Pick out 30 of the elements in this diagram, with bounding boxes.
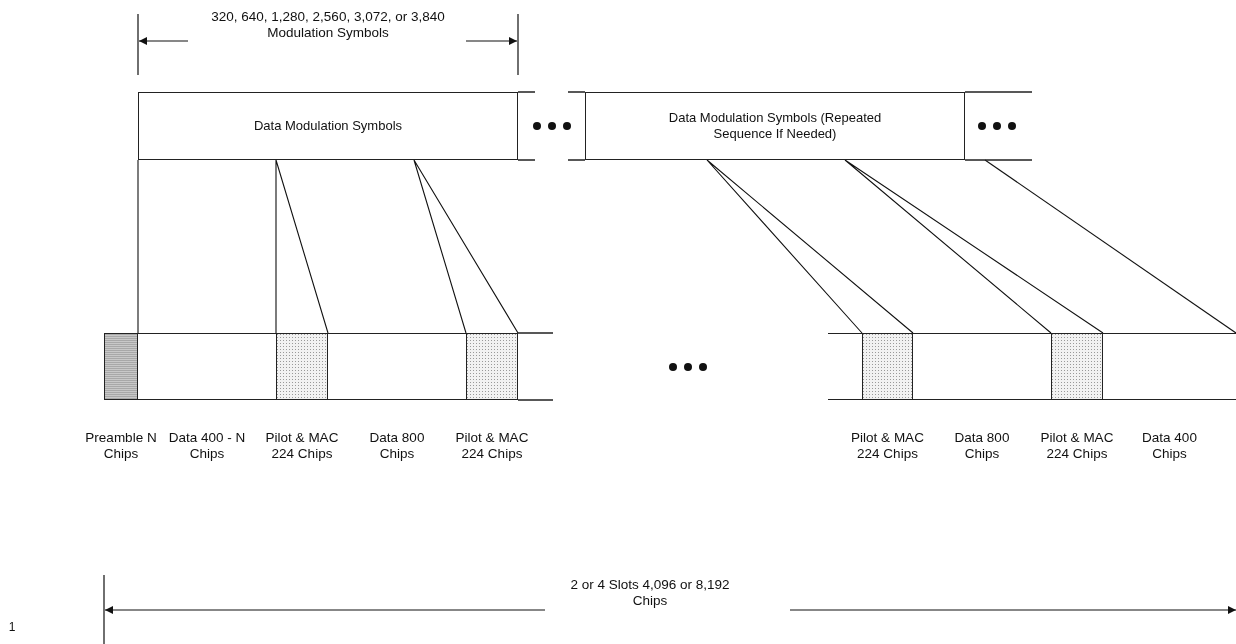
segment-caption: Data 400 - N Chips [167,430,247,461]
data-segment [1103,333,1236,400]
segment-caption: Data 400 Chips [1141,430,1198,461]
projection-line [844,159,1104,334]
data-segment [828,333,862,400]
data-segment [913,333,1051,400]
projection-line [275,159,329,334]
projection-line [984,159,1236,334]
symbol-block [138,92,518,160]
pilot-mac-segment [862,333,913,400]
symbol-block [585,92,965,160]
data-segment [138,333,276,400]
pilot-mac-segment [1051,333,1103,400]
block-label: Data Modulation Symbols [252,118,404,134]
segment-caption: Data 800 Chips [953,430,1011,461]
projection-line [706,159,914,334]
segment-caption: Pilot & MAC 224 Chips [454,430,530,461]
dimension-label: 320, 640, 1,280, 2,560, 3,072, or 3,840 Modulation Symbols [208,9,448,40]
projection-line [413,159,519,334]
block-label: Data Modulation Symbols (Repeated Sequence If Needed) [667,110,883,142]
segment-caption: Pilot & MAC 224 Chips [850,430,925,461]
data-segment [328,333,466,400]
segment-caption: Pilot & MAC 224 Chips [264,430,340,461]
preamble-segment [104,333,138,400]
pilot-mac-segment [466,333,518,400]
segment-caption: Preamble N Chips [84,430,158,461]
projection-line [137,159,139,334]
segment-caption: Pilot & MAC 224 Chips [1039,430,1115,461]
pilot-mac-segment [276,333,328,400]
segment-caption: Data 800 Chips [368,430,426,461]
